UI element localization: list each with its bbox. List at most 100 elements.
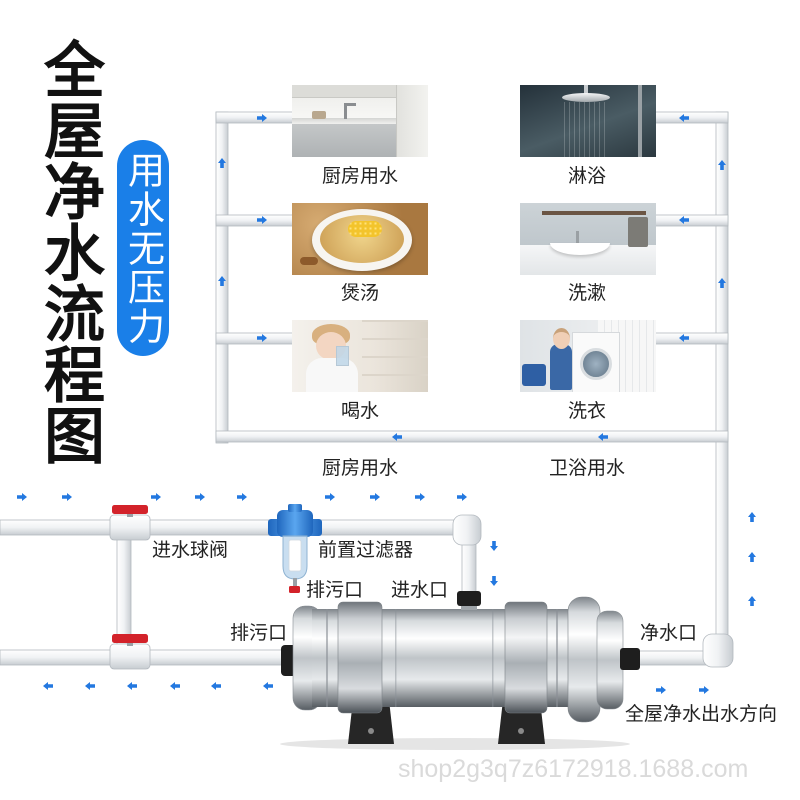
inlet-port-cap bbox=[457, 591, 481, 606]
usage-label-kitchen: 厨房用水 bbox=[321, 165, 398, 187]
flow-arrow-icon bbox=[415, 493, 425, 501]
wall-shelf bbox=[542, 211, 646, 215]
page-title: 全屋净水流程图 bbox=[33, 38, 104, 465]
flow-arrows bbox=[17, 114, 756, 694]
faucet-icon bbox=[344, 103, 347, 119]
flow-arrow-icon bbox=[43, 682, 53, 690]
tall-cabinet bbox=[396, 85, 428, 157]
pre-filter-drain-stem bbox=[293, 578, 297, 587]
child-body bbox=[306, 358, 358, 392]
flow-arrow-icon bbox=[257, 216, 267, 224]
flow-arrow-icon bbox=[127, 682, 137, 690]
flow-arrow-icon bbox=[170, 682, 180, 690]
water-glass-icon bbox=[336, 346, 349, 366]
soup-branch-pipe bbox=[215, 214, 297, 227]
bolt-icon bbox=[518, 728, 524, 734]
body-groove bbox=[556, 609, 558, 707]
child-body bbox=[550, 344, 572, 390]
flow-arrow-icon bbox=[237, 493, 247, 501]
herb-garnish bbox=[300, 257, 318, 265]
flow-arrow-icon bbox=[457, 493, 467, 501]
flow-arrow-icon bbox=[151, 493, 161, 501]
basin-faucet-icon bbox=[576, 231, 579, 245]
flow-arrow-icon bbox=[263, 682, 273, 690]
child-head bbox=[553, 328, 570, 349]
drinking-branch-pipe bbox=[215, 332, 297, 345]
shower-arm bbox=[584, 85, 588, 95]
outlet-elbow bbox=[702, 633, 734, 668]
pre-filter-drain-valve bbox=[289, 586, 300, 593]
flow-arrow-icon bbox=[748, 512, 756, 522]
central-water-purifier bbox=[280, 591, 640, 750]
flow-arrow-icon bbox=[325, 493, 335, 501]
right-clamp bbox=[504, 601, 548, 714]
bolt-icon bbox=[368, 728, 374, 734]
upper-cabinet bbox=[292, 85, 396, 98]
water-streams bbox=[564, 102, 608, 157]
flow-arrow-icon bbox=[195, 493, 205, 501]
flow-arrow-icon bbox=[62, 493, 72, 501]
flow-arrow-icon bbox=[257, 334, 267, 342]
outlet-label: 净水口 bbox=[640, 622, 698, 644]
counter-item bbox=[312, 111, 326, 119]
valve-body bbox=[109, 643, 151, 670]
inlet-valve-label: 进水球阀 bbox=[152, 539, 229, 561]
usage-label-drinking: 喝水 bbox=[340, 400, 379, 422]
flow-arrow-icon bbox=[370, 493, 380, 501]
flow-arrow-icon bbox=[679, 114, 689, 122]
shower-head-icon bbox=[562, 93, 610, 102]
flow-arrow-icon bbox=[392, 433, 402, 441]
pre-filter bbox=[268, 504, 322, 593]
usage-label-soup: 煲汤 bbox=[340, 282, 379, 304]
badge-text: 用水无压力 bbox=[121, 150, 165, 346]
laundry-photo bbox=[520, 320, 656, 392]
right-end-cap bbox=[596, 610, 624, 710]
blue-towel bbox=[522, 364, 546, 386]
right-flange bbox=[567, 596, 601, 723]
flow-direction-label: 全屋净水出水方向 bbox=[625, 703, 778, 725]
flow-arrow-icon bbox=[748, 552, 756, 562]
flow-arrow-icon bbox=[218, 158, 226, 168]
left-clamp bbox=[337, 601, 383, 714]
inlet-ball-valve bbox=[109, 505, 151, 541]
pre-filter-drain-label: 排污口 bbox=[306, 579, 364, 601]
flow-arrow-icon bbox=[490, 576, 498, 586]
pre-filter-knob bbox=[288, 504, 302, 512]
flow-arrow-icon bbox=[490, 541, 498, 551]
hand-towel bbox=[628, 217, 648, 247]
bottom-loop-pipe bbox=[215, 430, 729, 443]
inlet-elbow bbox=[452, 514, 482, 546]
inlet-main-pipe bbox=[0, 519, 467, 536]
pre-filter-head bbox=[277, 510, 313, 537]
soup-photo bbox=[292, 203, 428, 275]
valve-handle bbox=[112, 634, 148, 643]
right-riser-pipe bbox=[715, 111, 729, 643]
inlet-label: 进水口 bbox=[391, 579, 449, 601]
shower-photo bbox=[520, 85, 656, 157]
usage-label-washbasin: 洗漱 bbox=[567, 282, 606, 304]
outlet-knob bbox=[620, 648, 640, 670]
flow-arrow-icon bbox=[656, 686, 666, 694]
flow-arrow-icon bbox=[679, 334, 689, 342]
drain-ball-valve bbox=[109, 634, 151, 670]
faucet-spout bbox=[344, 103, 356, 106]
background-shelves bbox=[362, 320, 428, 392]
watermark: shop2g3q7z6172918.1688.com bbox=[398, 755, 749, 783]
loop-label-bathroom: 卫浴用水 bbox=[548, 457, 625, 479]
drinking-photo bbox=[292, 320, 428, 392]
valve-handle bbox=[112, 505, 148, 514]
flow-arrow-icon bbox=[699, 686, 709, 694]
washbasin-photo bbox=[520, 203, 656, 275]
valve-body bbox=[109, 514, 151, 541]
flow-arrow-icon bbox=[598, 433, 608, 441]
usage-label-laundry: 洗衣 bbox=[567, 400, 606, 422]
body-groove bbox=[395, 609, 397, 707]
sink-basin bbox=[550, 243, 610, 255]
inlet-port-collar bbox=[461, 603, 477, 610]
pre-filter-cartridge bbox=[288, 539, 302, 572]
flow-arrow-icon bbox=[85, 682, 95, 690]
pre-filter-label: 前置过滤器 bbox=[318, 539, 414, 561]
flow-arrow-icon bbox=[218, 276, 226, 286]
